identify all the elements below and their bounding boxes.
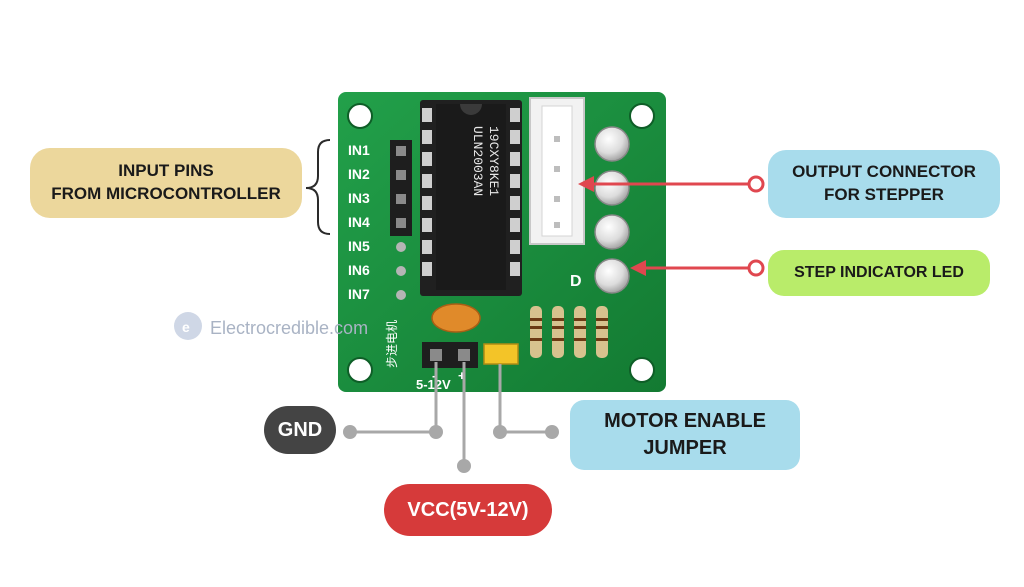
input-pin-labels: IN1 IN2 IN3 IN4 IN5 IN6 IN7: [348, 142, 370, 302]
motor-enable-leader: [493, 364, 559, 439]
input-pins-brace: [305, 139, 331, 235]
output-connector-arrow: [578, 175, 765, 193]
pin-label-in4: IN4: [348, 214, 370, 230]
chip-marking-2: ULN2003AN: [470, 126, 485, 196]
output-connector-callout: OUTPUT CONNECTOR FOR STEPPER: [768, 150, 1000, 218]
plus-marker: +: [458, 368, 466, 383]
pin-label-in2: IN2: [348, 166, 370, 182]
gnd-callout: GND: [264, 406, 336, 454]
output-connector-line1: OUTPUT CONNECTOR: [792, 162, 976, 182]
input-pins-line2: FROM MICROCONTROLLER: [51, 184, 281, 203]
input-pins-line1: INPUT PINS: [118, 161, 214, 181]
pin-label-in3: IN3: [348, 190, 370, 206]
mounting-holes: [347, 103, 655, 383]
gnd-leader: [343, 362, 443, 439]
minus-marker: -: [432, 368, 436, 383]
pin-label-in5: IN5: [348, 238, 370, 254]
uln2003-chip: 19CXY8KE1 ULN2003AN: [420, 100, 522, 296]
pin-label-in6: IN6: [348, 262, 370, 278]
gnd-label: GND: [277, 418, 323, 441]
input-pin-header: [390, 140, 412, 300]
step-led-arrow: [630, 259, 765, 277]
vcc-callout: VCC(5V-12V): [384, 484, 552, 536]
chinese-label: 步进电机: [385, 320, 399, 368]
capacitor: [431, 303, 481, 333]
motor-enable-jumper-callout: MOTOR ENABLE JUMPER: [570, 400, 800, 470]
resistors: [530, 306, 608, 358]
voltage-label: 5-12V: [416, 377, 451, 392]
step-indicator-led-callout: STEP INDICATOR LED: [768, 250, 990, 296]
svg-text:e: e: [182, 319, 190, 335]
output-connector-line2: FOR STEPPER: [824, 185, 944, 204]
output-connector: [529, 97, 585, 245]
motor-enable-line1: MOTOR ENABLE: [604, 410, 766, 432]
power-header: [422, 342, 478, 368]
step-indicator-leds: [594, 126, 630, 294]
chip-marking-1: 19CXY8KE1: [486, 126, 501, 196]
led-marker: D: [570, 273, 582, 290]
pin-label-in1: IN1: [348, 142, 370, 158]
enable-jumper: [483, 343, 519, 365]
motor-enable-line2: JUMPER: [643, 437, 727, 459]
vcc-label: VCC(5V-12V): [407, 498, 529, 521]
watermark: e Electrocredible.com: [174, 312, 368, 340]
vcc-leader: [457, 362, 471, 473]
input-pins-callout: INPUT PINS FROM MICROCONTROLLER: [30, 148, 302, 218]
step-indicator-led-label: STEP INDICATOR LED: [794, 264, 964, 282]
pin-label-in7: IN7: [348, 286, 370, 302]
watermark-text: Electrocredible.com: [210, 318, 368, 338]
